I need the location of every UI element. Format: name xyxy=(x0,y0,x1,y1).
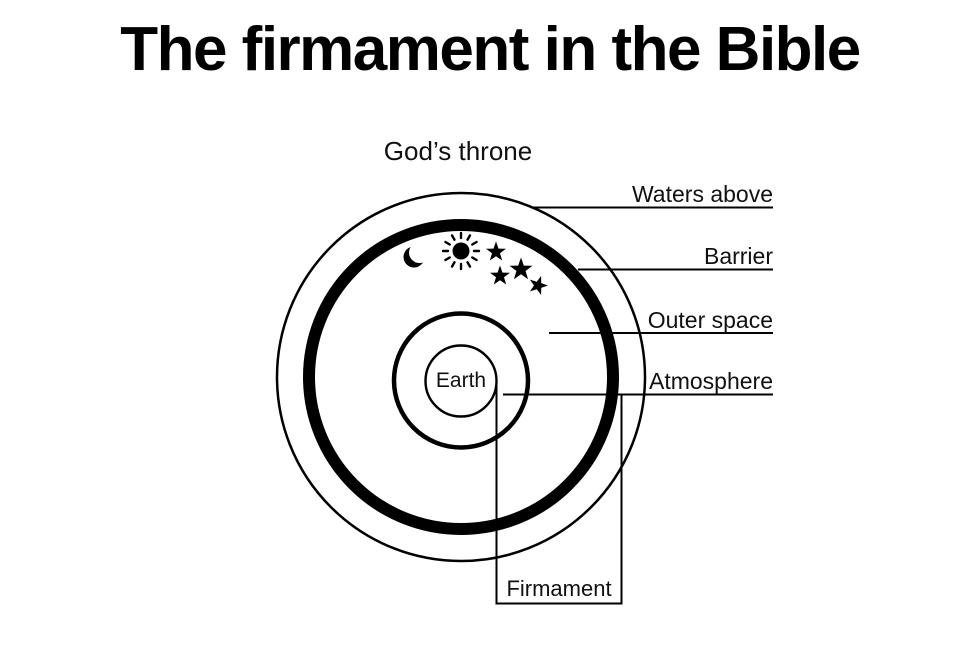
atmosphere-circle xyxy=(391,311,531,450)
crescent-moon-icon xyxy=(403,242,430,268)
waters-above-label: Waters above xyxy=(631,181,773,207)
earth-circle xyxy=(424,344,498,418)
star-icon xyxy=(486,241,506,261)
waters-above-circle xyxy=(275,191,647,563)
earth-label: Earth xyxy=(435,369,487,392)
outer-space-label: Outer space xyxy=(647,307,773,333)
star-icon xyxy=(490,265,510,285)
barrier-circle xyxy=(303,219,619,535)
gods-throne-label: God’s throne xyxy=(383,136,533,166)
sun-icon xyxy=(441,231,481,271)
barrier-label: Barrier xyxy=(703,243,773,269)
atmosphere-label: Atmosphere xyxy=(648,368,773,394)
star-icon xyxy=(509,257,533,280)
star-icon xyxy=(526,273,551,297)
page-title: The firmament in the Bible xyxy=(120,15,861,84)
firmament-label: Firmament xyxy=(506,576,612,601)
firmament-bracket xyxy=(495,382,623,605)
